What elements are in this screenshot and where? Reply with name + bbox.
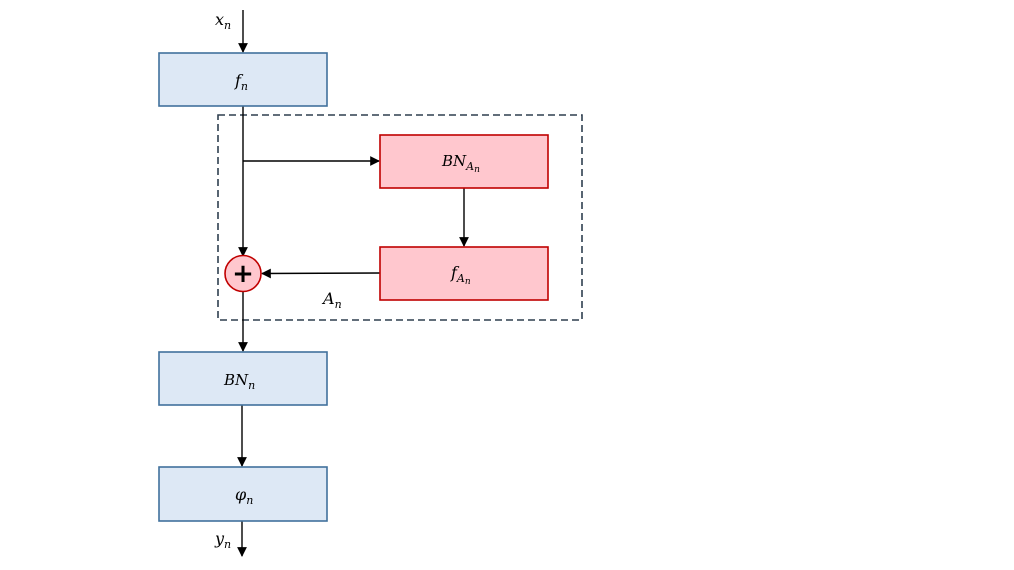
output-label: yn <box>214 529 231 551</box>
output-var: y <box>214 529 225 548</box>
sum-symbol: + <box>232 259 254 289</box>
phi-label: φn <box>235 485 253 507</box>
bn-label: BNn <box>223 371 255 392</box>
bn-a-block <box>379 134 549 189</box>
input-label: xn <box>215 10 231 32</box>
bn-a-subsub: n <box>474 165 480 175</box>
f-block <box>158 52 328 107</box>
adapter-label: An <box>321 289 342 311</box>
output-sub: n <box>224 538 231 551</box>
f-a-sub: A <box>456 272 465 285</box>
bn-sub: n <box>248 379 255 392</box>
bn-var: BN <box>223 371 249 389</box>
phi-sub: n <box>246 494 253 507</box>
f-label: fn <box>234 71 248 93</box>
input-var: x <box>215 10 224 29</box>
phi-block <box>158 466 328 522</box>
input-sub: n <box>224 19 231 32</box>
phi-var: φ <box>235 485 247 504</box>
adapter-container <box>217 114 583 321</box>
f-a-label: fAn <box>450 263 471 287</box>
f-sub: n <box>241 80 248 93</box>
bn-a-var: BN <box>441 152 467 170</box>
sum-node: + <box>224 254 262 293</box>
bn-a-sub: A <box>465 160 474 173</box>
fa-to-sum-arrow <box>261 268 381 279</box>
f-var: f <box>234 71 244 90</box>
adapter-sub: n <box>335 298 342 311</box>
bn-block <box>158 351 328 406</box>
f-a-var: f <box>450 263 460 282</box>
f-a-block <box>379 246 549 301</box>
bn-a-label: BNAn <box>441 152 480 175</box>
f-a-subsub: n <box>465 277 471 287</box>
adapter-var: A <box>321 289 335 308</box>
